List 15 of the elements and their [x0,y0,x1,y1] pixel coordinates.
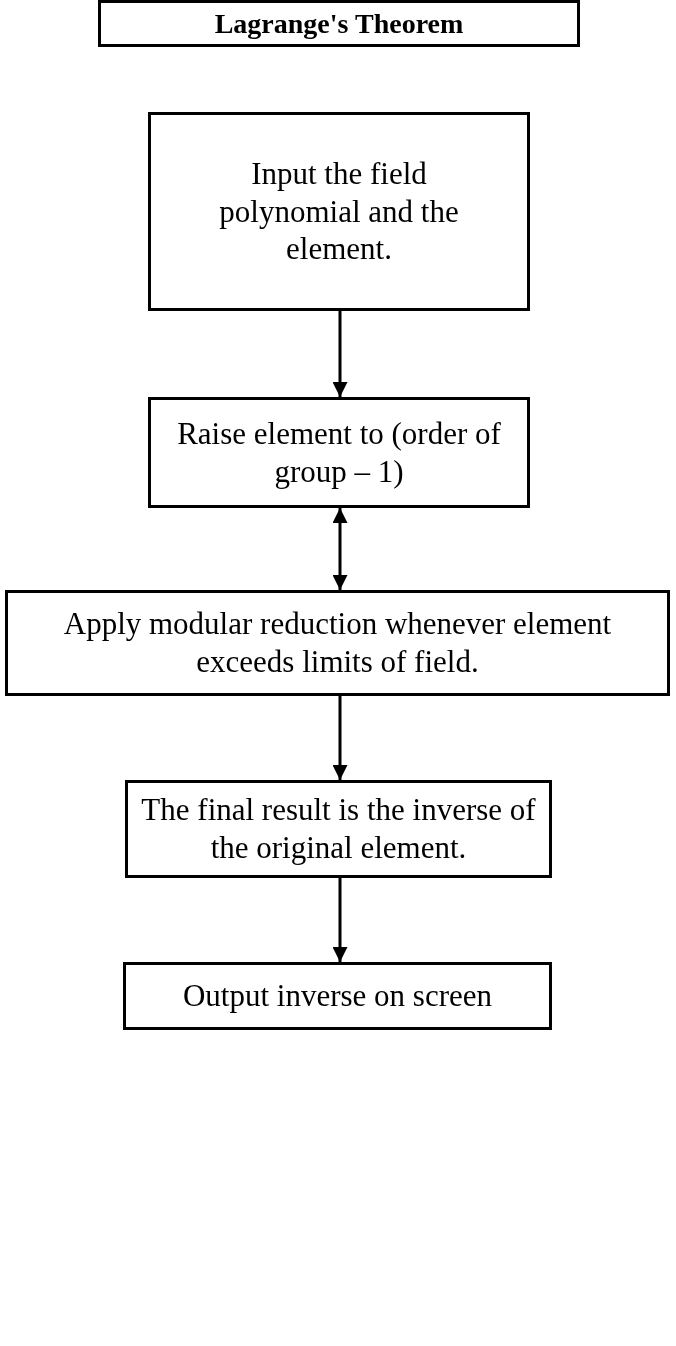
process-box [148,112,530,311]
process-box [148,397,530,508]
title-box: Lagrange's Theorem [98,0,580,47]
arrow [332,878,348,962]
box-text: Input the field polynomial and the element. [218,154,460,269]
arrow [332,696,348,780]
process-box [123,962,552,1030]
arrow [332,311,348,397]
process-box [125,780,552,878]
box-text: Raise element to (order of group – 1) [176,414,502,491]
arrow [332,508,348,590]
process-box [5,590,670,696]
box-text: The final result is the inverse of the original element. [140,791,537,867]
box-text: Output inverse on screen [182,977,492,1015]
box-text: Apply modular reduction whenever element exceeds limits of field. [62,605,613,681]
